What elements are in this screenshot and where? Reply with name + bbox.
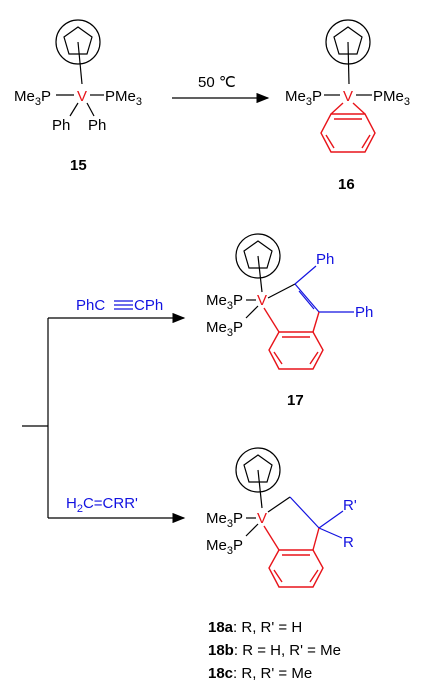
cp-ring-icon [325, 19, 371, 85]
svg-text:PMe3: PMe3 [373, 88, 410, 108]
metal-v: V [77, 88, 87, 105]
pme3-right: PMe [373, 88, 404, 105]
pme3-right: PMe [105, 88, 136, 105]
svg-text:CPh: CPh [134, 297, 163, 314]
pme3-lower: Me [206, 319, 227, 336]
svg-text:Me3P: Me3P [14, 88, 51, 108]
branch-connector [22, 312, 186, 524]
compound-label-15: 15 [70, 157, 87, 174]
substituent-r-prime: R' [343, 497, 357, 514]
benzo-ring-icon [263, 525, 324, 588]
metal-v: V [257, 510, 267, 527]
svg-text:H2C=CRR': H2C=CRR' [66, 495, 138, 515]
compound-17: V Me3P Me3P Ph Ph 17 [206, 233, 373, 409]
phenyl-1: Ph [52, 117, 70, 134]
svg-text:Me3P: Me3P [206, 292, 243, 312]
phenyl-2: Ph [88, 117, 106, 134]
pme3-lower: Me [206, 537, 227, 554]
svg-text:PhC: PhC [76, 297, 105, 314]
compound-label-17: 17 [287, 392, 304, 409]
condition-temperature: 50 ℃ [198, 74, 236, 91]
compound-16: V Me3P PMe3 16 [285, 19, 410, 193]
svg-text:Me3P: Me3P [206, 537, 243, 557]
cp-ring-icon [235, 447, 281, 509]
pme3-left: Me [14, 88, 35, 105]
compound-15: V Me3P PMe3 Ph Ph 15 [14, 19, 142, 174]
metal-v: V [257, 292, 267, 309]
substituent-r: R [343, 534, 354, 551]
pme3-left: Me [285, 88, 306, 105]
benzo-ring-icon [263, 307, 324, 370]
phenyl-right: Ph [355, 304, 373, 321]
svg-text:PMe3: PMe3 [105, 88, 142, 108]
svg-text:Me3P: Me3P [206, 510, 243, 530]
reagent-alkene: H2C=CRR' [66, 495, 138, 515]
legend-18a: 18a: R, R' = H [208, 619, 302, 636]
svg-text:Me3P: Me3P [285, 88, 322, 108]
compound-label-16: 16 [338, 176, 355, 193]
legend-18b: 18b: R = H, R' = Me [208, 642, 341, 659]
pme3-upper: Me [206, 510, 227, 527]
reagent-diphenylacetylene: PhC CPh [76, 297, 163, 314]
pme3-upper: Me [206, 292, 227, 309]
cp-ring-icon [55, 19, 101, 85]
phenyl-top: Ph [316, 251, 334, 268]
metal-v: V [343, 88, 353, 105]
compound-18: V Me3P Me3P R' R [206, 447, 357, 588]
substituent-legend: 18a: R, R' = H 18b: R = H, R' = Me 18c: … [208, 619, 341, 682]
cp-ring-icon [235, 233, 281, 293]
legend-18c: 18c: R, R' = Me [208, 665, 312, 682]
reaction-arrow-1: 50 ℃ [172, 74, 270, 104]
svg-text:Me3P: Me3P [206, 319, 243, 339]
benzyne-ring-icon [320, 102, 376, 153]
